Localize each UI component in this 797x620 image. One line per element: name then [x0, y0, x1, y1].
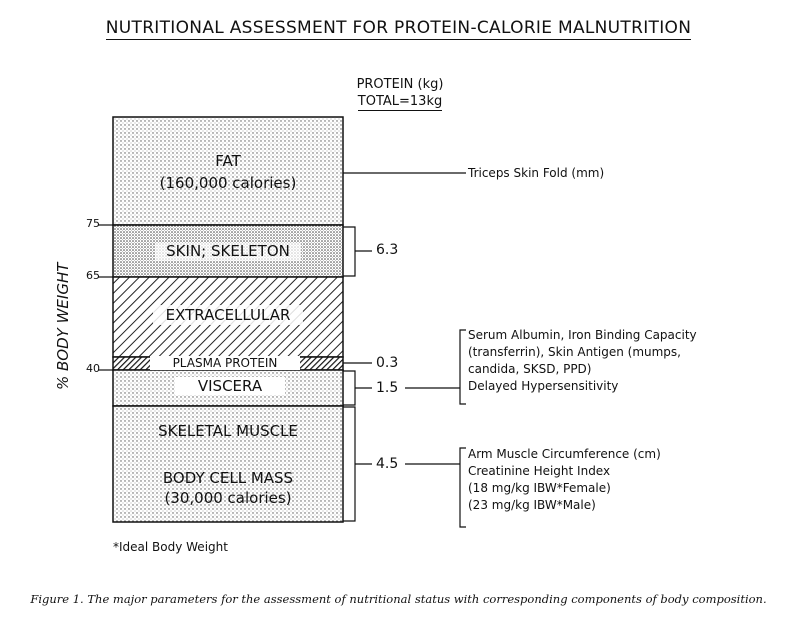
fat-label: FAT (160,000 calories): [113, 150, 343, 194]
body-cell-mass-line1: BODY CELL MASS: [162, 469, 294, 487]
viscera-param-4: Delayed Hypersensitivity: [468, 379, 619, 393]
y-axis-label: % BODY WEIGHT: [54, 262, 72, 390]
fat-label-line2: (160,000 calories): [159, 174, 297, 192]
muscle-parameter-bracket: [459, 447, 466, 528]
viscera-param-3: candida, SKSD, PPD): [468, 362, 592, 376]
tick-75: 75: [86, 217, 100, 230]
protein-header-line1: PROTEIN (kg): [356, 77, 444, 92]
muscle-param-1: Arm Muscle Circumference (cm): [468, 447, 661, 461]
viscera-param-2: (transferrin), Skin Antigen (mumps,: [468, 345, 681, 359]
body-cell-mass-compartment: [112, 405, 344, 523]
protein-value-body-cell-mass: 4.5: [376, 456, 399, 472]
muscle-param-4: (23 mg/kg IBW*Male): [468, 498, 596, 512]
fat-compartment: [112, 116, 344, 226]
diagram-title: NUTRITIONAL ASSESSMENT FOR PROTEIN-CALOR…: [105, 18, 692, 40]
footnote: *Ideal Body Weight: [113, 540, 228, 554]
protein-header: PROTEIN (kg) TOTAL=13kg: [340, 76, 460, 111]
figure-caption: Figure 1. The major parameters for the a…: [30, 592, 767, 606]
muscle-param-3: (18 mg/kg IBW*Female): [468, 481, 611, 495]
body-cell-mass-line2: (30,000 calories): [164, 489, 292, 507]
muscle-parameters: Arm Muscle Circumference (cm) Creatinine…: [468, 446, 661, 514]
skin-skeleton-bracket: [343, 226, 356, 277]
skeletal-muscle-label: SKELETAL MUSCLE: [158, 422, 298, 440]
body-cell-mass-bracket: [343, 406, 356, 522]
viscera-label: VISCERA: [175, 377, 285, 395]
viscera-parameters: Serum Albumin, Iron Binding Capacity (tr…: [468, 327, 697, 395]
fat-parameter: Triceps Skin Fold (mm): [468, 166, 605, 180]
extracellular-label: EXTRACELLULAR: [165, 306, 291, 324]
protein-value-viscera: 1.5: [376, 380, 399, 396]
tick-40: 40: [86, 362, 100, 375]
muscle-param-2: Creatinine Height Index: [468, 464, 611, 478]
plasma-protein-label: PLASMA PROTEIN: [150, 356, 300, 370]
tick-65: 65: [86, 269, 100, 282]
viscera-param-1: Serum Albumin, Iron Binding Capacity: [468, 328, 697, 342]
body-cell-mass-label: BODY CELL MASS (30,000 calories): [113, 468, 343, 508]
viscera-bracket: [343, 370, 356, 406]
protein-value-skin-skeleton: 6.3: [376, 242, 399, 258]
protein-total: TOTAL=13kg: [357, 94, 443, 111]
viscera-parameter-bracket: [459, 329, 466, 405]
fat-label-line1: FAT: [215, 152, 241, 170]
skin-skeleton-label: SKIN; SKELETON: [166, 242, 290, 260]
protein-value-plasma: 0.3: [376, 355, 399, 371]
